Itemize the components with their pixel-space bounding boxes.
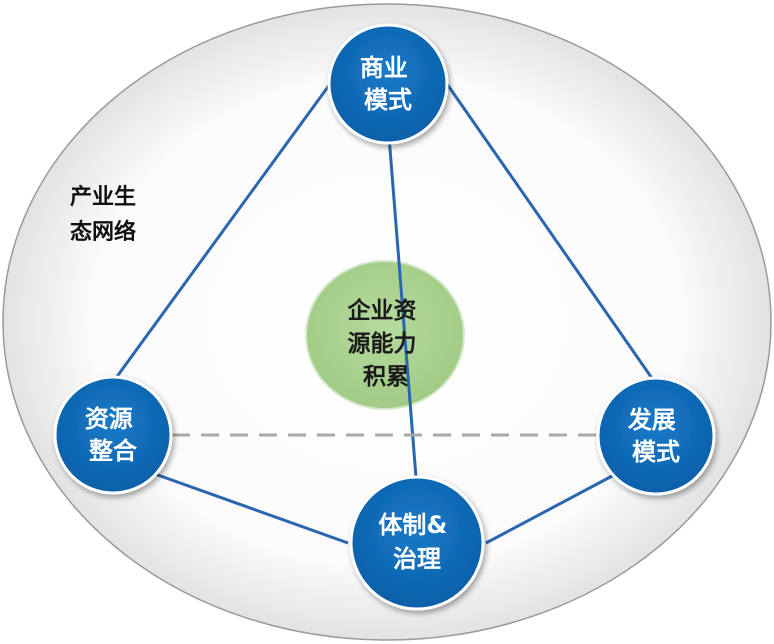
node-business-model: 商业 模式 [327,23,449,145]
edge-business-to-governance [387,135,419,491]
edge-resource-to-governance [154,472,349,545]
node-resource-integration-line2: 整合 [89,437,138,465]
node-resource-integration-label: 资源 整合 [85,405,141,465]
center-label-line1: 企业资 [346,297,416,324]
center-label-line2: 源能力 [347,330,416,357]
node-resource-integration-circle [53,375,173,495]
node-business-model-circle [327,23,449,145]
node-business-model-line2: 模式 [364,86,412,114]
node-system-governance-label: 体制& 治理 [378,511,455,573]
node-development-model-circle [596,376,716,496]
node-system-governance-line2: 治理 [393,545,441,573]
node-development-model-line2: 模式 [632,438,680,466]
edge-development-to-governance [485,473,615,545]
center-label-line3: 积累 [363,364,409,390]
node-business-model-line1: 商业 [360,54,408,82]
center-circle [305,260,465,410]
node-resource-integration: 资源 整合 [53,375,173,495]
node-system-governance-line1: 体制& [378,511,447,539]
center-label: 企业资 源能力 积累 [346,297,424,390]
edge-business-to-resource [111,83,332,383]
node-resource-integration-line1: 资源 [85,405,133,433]
node-business-model-label: 商业 模式 [360,54,416,114]
node-development-model-line1: 发展 [627,406,676,434]
node-development-model-label: 发展 模式 [627,406,684,466]
node-system-governance-circle [349,475,485,611]
edge-business-to-development [445,83,658,385]
ecosystem-label-line1: 产业生 [70,185,136,210]
node-system-governance: 体制& 治理 [349,475,485,611]
node-development-model: 发展 模式 [596,376,716,496]
ecosystem-label: 产业生 态网络 [70,185,144,245]
ecosystem-label-line2: 态网络 [70,219,136,245]
